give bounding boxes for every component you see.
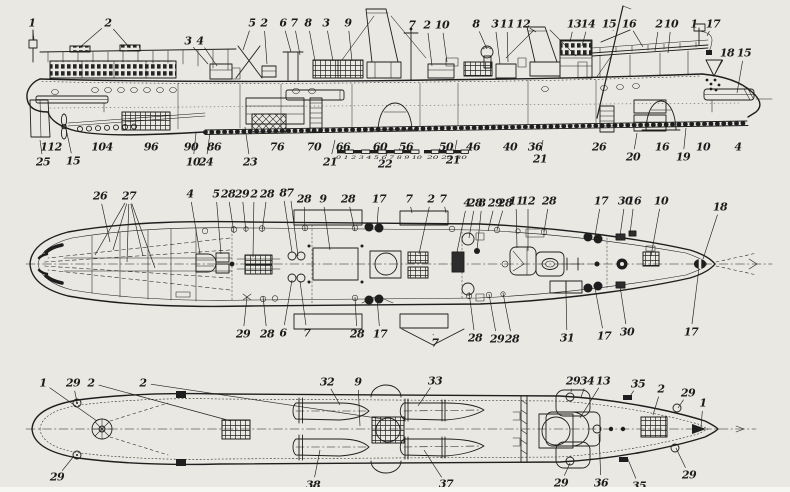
- bulkheads: [177, 79, 597, 130]
- scale-bar: 0 1 2 3 4 5 6 7 8 9 10 20 25 30: [336, 149, 469, 161]
- hold-outline: [31, 392, 719, 466]
- bow-stem: [701, 73, 761, 118]
- upper-deck-plan-view: [25, 209, 773, 346]
- scale-numbers-right: 20 25 30: [425, 155, 467, 161]
- bow-torpedo-tube: [703, 88, 755, 113]
- engine-cylinder: [538, 413, 574, 449]
- broadside-torpedo-tube: [285, 89, 345, 101]
- portholes: [51, 83, 640, 95]
- side-elevation-view: 0 1 2 3 4 5 6 7 8 9 10 20 25 30: [26, 5, 773, 161]
- hull-window-grating: [121, 111, 171, 131]
- companionway: [209, 63, 233, 80]
- engine-skylight: [312, 247, 359, 281]
- aft-funnel: [341, 8, 427, 79]
- steering-gear: [91, 402, 169, 456]
- boiler-forward: [641, 100, 681, 131]
- stern-staff: [28, 29, 38, 63]
- mast: [596, 5, 632, 119]
- stern-counter: [26, 78, 49, 113]
- boiler-aft: [373, 102, 417, 131]
- davit: [237, 45, 263, 79]
- propeller: [60, 113, 68, 127]
- cowl-vent: [480, 45, 494, 69]
- aft-funnel-plan: [369, 250, 402, 279]
- boiler-casing: [545, 389, 626, 469]
- hold-bulkhead: [512, 395, 528, 463]
- conning-tower-plan: [501, 246, 537, 276]
- bow-extension: [715, 252, 758, 276]
- companion-cowl: [195, 253, 217, 273]
- frame-tick-band: [203, 121, 749, 135]
- funnel-casing-hold: [371, 416, 405, 444]
- rudder: [29, 99, 51, 138]
- lower-deck-plan-view: [25, 384, 757, 474]
- sponson-hump: [370, 384, 402, 398]
- hoist-grating: [221, 419, 251, 440]
- forward-hold-fittings: [599, 99, 667, 133]
- bow-fitting: [692, 424, 706, 434]
- scale-numbers-left: 0 1 2 3 4 5 6 7 8 9 10: [336, 155, 422, 161]
- flying-bridge: [591, 39, 709, 79]
- hoist-grating-aft: [244, 254, 273, 265]
- rivet-line: [49, 102, 741, 109]
- bow-crane: [693, 23, 713, 55]
- windlass-grating: [642, 251, 660, 267]
- bow-torpedo-davit: [705, 59, 723, 92]
- leader-lines: [32, 27, 743, 479]
- main-deck-line: [39, 73, 703, 83]
- vent-mast: [403, 27, 419, 81]
- page-margin: [0, 487, 790, 492]
- poop-window-band: [49, 60, 177, 79]
- bridge-house: [559, 39, 593, 79]
- stern-bottom: [47, 111, 206, 136]
- frame-brackets: [298, 397, 446, 461]
